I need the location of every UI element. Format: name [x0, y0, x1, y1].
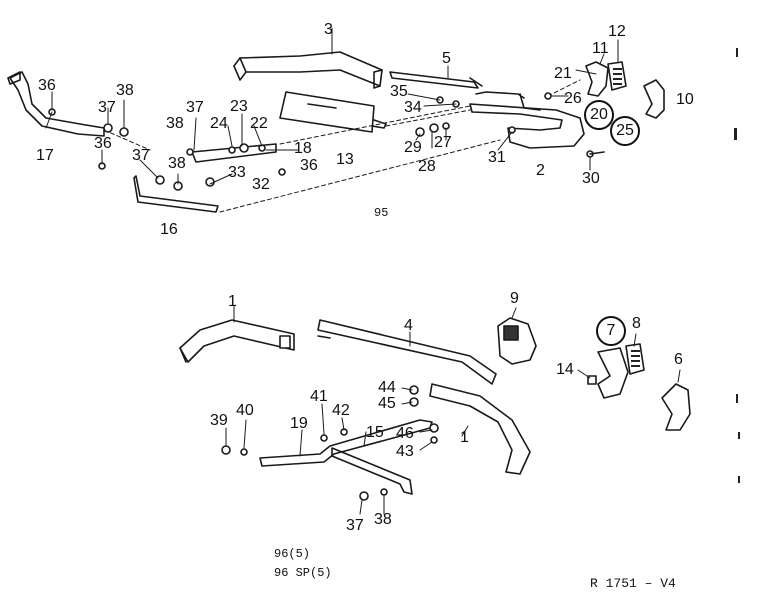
part-8-pad: [625, 343, 645, 375]
callout-36-b: 36: [94, 135, 112, 152]
callout-37-c: 37: [186, 99, 204, 116]
callout-31: 31: [488, 149, 506, 166]
callout-29: 29: [404, 139, 422, 156]
callout-45: 45: [378, 395, 396, 412]
callout-35: 35: [390, 83, 408, 100]
callout-1-left: 1: [228, 293, 237, 310]
callout-14: 14: [556, 361, 574, 378]
callout-36-c: 36: [300, 157, 318, 174]
callout-30: 30: [582, 170, 600, 187]
part-4-bar: [317, 319, 497, 385]
callout-11: 11: [592, 40, 609, 57]
part-1-right-blade: [429, 383, 531, 475]
callout-17: 17: [36, 147, 54, 164]
callout-37-a: 37: [98, 99, 116, 116]
callout-38-a: 38: [116, 82, 134, 99]
part-3-bar: [239, 51, 383, 87]
part-9-block: [497, 317, 537, 365]
edge-mark: [736, 394, 738, 403]
part-12-pad: [607, 61, 627, 91]
bottom-model-caption-2: 96 SP(5): [274, 566, 332, 580]
callout-22: 22: [250, 115, 268, 132]
callout-44: 44: [378, 379, 396, 396]
edge-mark: [734, 128, 737, 140]
callout-39: 39: [210, 412, 228, 429]
part-2-bar: [469, 103, 585, 149]
part-16-bracket: [133, 175, 219, 213]
part-14-clip: [587, 375, 597, 385]
callout-4: 4: [404, 317, 413, 334]
callout-28: 28: [418, 158, 436, 175]
callout-32: 32: [252, 176, 270, 193]
part-10-overrider: [643, 79, 665, 119]
callout-25-circled: 25: [610, 116, 640, 146]
callout-3: 3: [324, 21, 333, 38]
part-7-overrider: [597, 347, 629, 399]
callout-46: 46: [396, 425, 414, 442]
top-model-caption: 95: [374, 206, 389, 220]
part-1-left-blade: [179, 319, 295, 363]
callout-34: 34: [404, 99, 422, 116]
callout-12: 12: [608, 23, 626, 40]
callout-2: 2: [536, 162, 545, 179]
part-11-overrider: [585, 61, 609, 97]
callout-18: 18: [294, 140, 312, 157]
callout-19: 19: [290, 415, 308, 432]
callout-37-d: 37: [346, 517, 364, 534]
callout-40: 40: [236, 402, 254, 419]
callout-38-d: 38: [374, 511, 392, 528]
callout-9: 9: [510, 290, 519, 307]
callout-27: 27: [434, 134, 452, 151]
callout-16: 16: [160, 221, 178, 238]
callout-13: 13: [336, 151, 354, 168]
bottom-model-caption-1: 96(5): [274, 547, 311, 561]
callout-1-right: 1: [460, 429, 469, 446]
callout-26: 26: [564, 90, 582, 107]
part-17-tab: [7, 71, 21, 85]
reference-code: R 1751 – V4: [590, 576, 676, 591]
part-15-arm: [331, 447, 413, 495]
callout-38-c: 38: [168, 155, 186, 172]
callout-43: 43: [396, 443, 414, 460]
part-5-strap: [389, 71, 479, 89]
edge-mark: [738, 476, 740, 483]
callout-10: 10: [676, 91, 694, 108]
callout-6: 6: [674, 351, 683, 368]
callout-42: 42: [332, 402, 350, 419]
callout-33: 33: [228, 164, 246, 181]
edge-mark: [736, 48, 738, 57]
edge-mark: [738, 432, 740, 439]
callout-20-circled: 20: [584, 100, 614, 130]
callout-41: 41: [310, 388, 328, 405]
part-13-plate: [279, 91, 375, 133]
callout-5: 5: [442, 50, 451, 67]
callout-8: 8: [632, 315, 641, 332]
callout-15: 15: [366, 424, 384, 441]
callout-23: 23: [230, 98, 248, 115]
part-17-bracket: [9, 71, 105, 137]
callout-24: 24: [210, 115, 228, 132]
callout-7-circled: 7: [596, 316, 626, 346]
part-6-overrider: [661, 383, 691, 431]
callout-37-b: 37: [132, 147, 150, 164]
callout-36-a: 36: [38, 77, 56, 94]
callout-38-b: 38: [166, 115, 184, 132]
callout-21: 21: [554, 65, 572, 82]
